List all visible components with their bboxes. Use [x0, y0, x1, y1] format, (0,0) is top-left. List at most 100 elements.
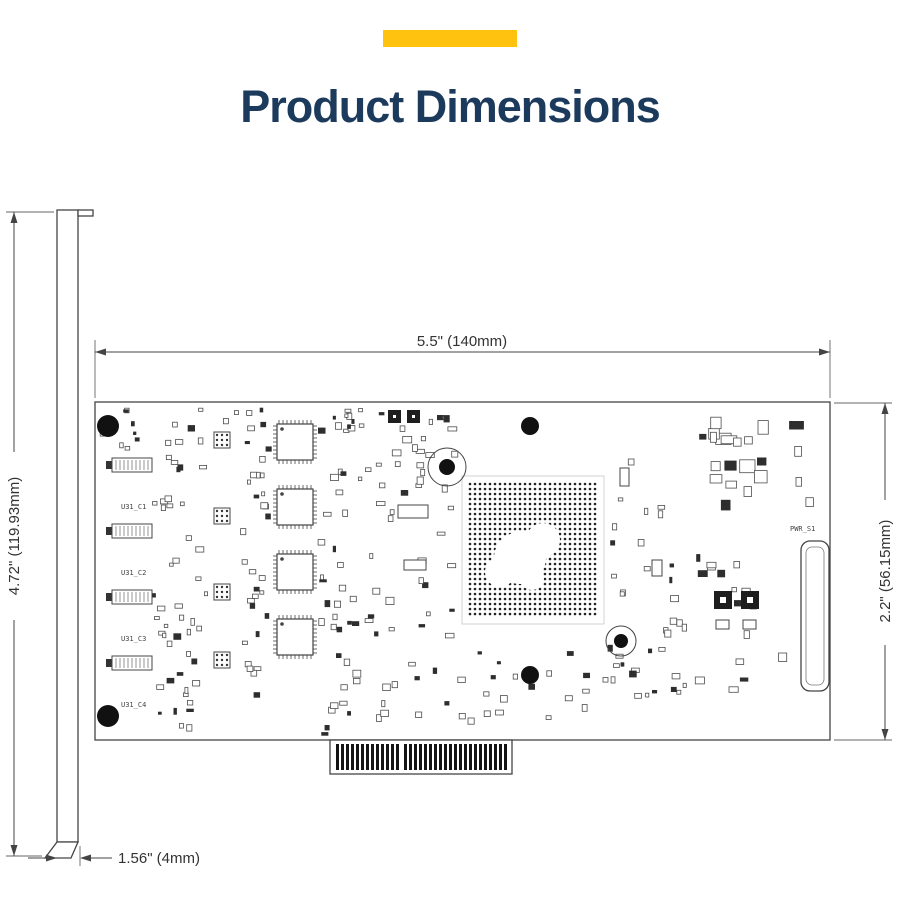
bga-pad — [588, 602, 592, 606]
bga-pad — [528, 507, 532, 511]
connector-tooth — [366, 744, 369, 770]
bga-pad — [578, 527, 582, 531]
component-footprint — [195, 546, 205, 553]
bga-pad — [493, 607, 497, 611]
bga-pad — [593, 602, 597, 606]
bga-pad — [573, 592, 577, 596]
bga-pad — [468, 492, 472, 496]
component-footprint — [403, 559, 427, 571]
component-footprint — [369, 553, 374, 559]
component-footprint — [134, 437, 140, 442]
bga-pad — [478, 562, 482, 566]
bga-pad — [473, 532, 477, 536]
bga-pad — [508, 482, 512, 486]
component-footprint — [319, 579, 327, 583]
bga-pad — [473, 597, 477, 601]
bga-pad — [473, 502, 477, 506]
bga-pad — [563, 577, 567, 581]
power-connector-inner — [805, 546, 825, 686]
bga-pad — [563, 582, 567, 586]
component-footprint — [241, 640, 248, 645]
bga-pad — [573, 612, 577, 616]
bga-pad — [578, 487, 582, 491]
component-footprint — [166, 677, 175, 684]
component-footprint — [246, 665, 254, 672]
bga-pad — [468, 602, 472, 606]
bga-pad — [568, 567, 572, 571]
card-drawing: U31_C1 U31_C2 U31_C3 U31_C4 PWR_S1 — [43, 209, 831, 859]
bga-pad — [473, 492, 477, 496]
component-footprint — [323, 511, 332, 517]
component-footprint — [400, 490, 409, 496]
label-mask — [5, 452, 23, 620]
component-footprint — [324, 725, 330, 731]
connector-tooth — [479, 744, 482, 770]
bga-pad — [558, 517, 562, 521]
bga-chip-pad — [215, 658, 219, 662]
bga-pad — [493, 612, 497, 616]
bga-pad — [548, 487, 552, 491]
bga-pad — [478, 552, 482, 556]
connector-tooth — [356, 744, 359, 770]
bga-pad — [573, 487, 577, 491]
pin1-dot — [280, 557, 284, 561]
component-footprint — [343, 658, 351, 666]
component-footprint — [347, 711, 351, 716]
bga-pad — [468, 562, 472, 566]
component-footprint — [415, 711, 423, 718]
bga-pad — [483, 522, 487, 526]
bga-pad — [533, 607, 537, 611]
bga-pad — [538, 502, 542, 506]
bga-pad — [593, 507, 597, 511]
bga-pad — [513, 507, 517, 511]
component-footprint — [457, 676, 466, 683]
bracket-top-tab — [77, 209, 94, 217]
arrowhead — [881, 729, 889, 740]
component-clusters — [99, 407, 814, 736]
bga-pad — [523, 497, 527, 501]
bga-pad — [533, 492, 537, 496]
component-footprint — [336, 653, 342, 658]
bga-pad — [488, 517, 492, 521]
bga-pad — [588, 517, 592, 521]
bga-chip-pad — [225, 590, 229, 594]
bga-pad — [538, 517, 542, 521]
bga-pad — [548, 607, 552, 611]
bga-pad — [498, 497, 502, 501]
bga-pad — [583, 572, 587, 576]
port-label-2: U31_C2 — [121, 569, 146, 577]
connector-tooth — [494, 744, 497, 770]
bga-pad — [593, 592, 597, 596]
bga-pad — [548, 577, 552, 581]
bga-pad — [538, 587, 542, 591]
component-footprint — [710, 416, 722, 430]
component-footprint — [260, 502, 269, 510]
bga-chip-pad — [215, 433, 219, 437]
bga-pad — [498, 587, 502, 591]
bga-pad — [543, 592, 547, 596]
bga-pad — [553, 492, 557, 496]
bga-pad — [558, 552, 562, 556]
component-footprint — [617, 497, 624, 502]
component-footprint — [710, 461, 721, 472]
component-footprint — [699, 433, 707, 440]
bga-pad — [578, 537, 582, 541]
bga-pad — [568, 492, 572, 496]
component-footprint — [651, 559, 663, 577]
component-footprint — [192, 680, 201, 687]
bga-pad — [473, 527, 477, 531]
component-footprint — [364, 618, 374, 623]
bga-pad — [553, 577, 557, 581]
bga-pad — [528, 597, 532, 601]
bga-pad — [558, 572, 562, 576]
bga-pad — [593, 532, 597, 536]
bga-pad — [483, 587, 487, 591]
bga-void — [485, 557, 515, 587]
bga-pad — [538, 497, 542, 501]
bga-pad — [593, 567, 597, 571]
bga-pad — [518, 592, 522, 596]
component-footprint — [418, 624, 426, 628]
bga-chip-pad — [220, 590, 224, 594]
bga-pad — [558, 482, 562, 486]
bga-pad — [543, 517, 547, 521]
